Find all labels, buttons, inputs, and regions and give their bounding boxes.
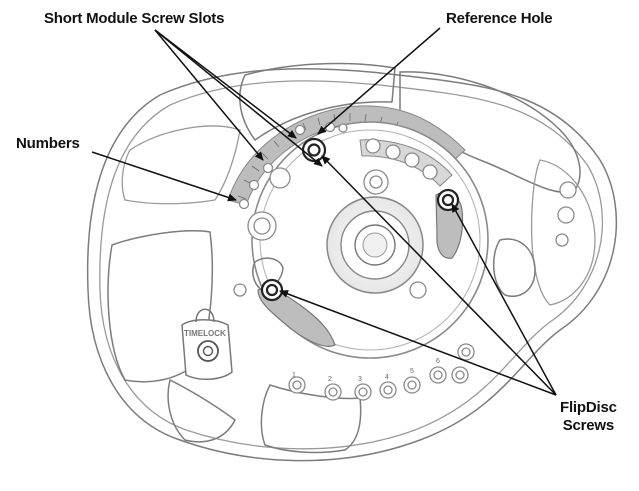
timelock-shackle <box>195 308 215 323</box>
label-reference-hole: Reference Hole <box>446 10 553 27</box>
scale-number-4: 4 <box>385 374 389 381</box>
arrow-flipdisc-right <box>451 203 557 396</box>
boss-small-4 <box>294 124 306 136</box>
cutout-lower-left <box>167 378 236 443</box>
boss-small-1 <box>262 162 274 174</box>
arc-hole-3 <box>404 152 420 168</box>
label-flipdisc-line2: Screws <box>562 417 615 434</box>
timelock-logo-text: TIMELOCK <box>184 329 226 338</box>
right-flange <box>530 159 596 306</box>
scale-number-2: 2 <box>328 376 332 383</box>
boss-lower-right <box>409 281 427 299</box>
arrow-flipdisc-top <box>321 155 557 396</box>
boss-mid-left <box>269 167 291 189</box>
flange-hole-3 <box>555 233 569 247</box>
boss-small-2 <box>248 179 260 191</box>
arc-hole-2 <box>385 144 401 160</box>
right-lobe <box>492 238 536 297</box>
flipdisc-screw-top-inner <box>307 143 321 157</box>
scale-number-1: 1 <box>292 372 296 379</box>
cutout-mid-left <box>121 125 241 205</box>
scale-number-5: 5 <box>410 368 414 375</box>
flange-hole-1 <box>559 181 577 199</box>
flipdisc-screw-right-inner <box>441 193 455 207</box>
label-flipdisc-screws: FlipDisc Screws <box>560 399 617 435</box>
arrow-reference-hole <box>317 27 441 135</box>
cutout-top <box>239 62 396 142</box>
lever-knob <box>233 283 247 297</box>
boss-left-inner <box>253 217 271 235</box>
scale-number-6: 6 <box>436 358 440 365</box>
arrow-short-slot-2 <box>154 29 297 139</box>
timelock-screw <box>202 345 214 357</box>
arrow-flipdisc-left <box>279 290 557 396</box>
lower-hole-row <box>288 343 475 401</box>
cam-outer-outline <box>86 68 618 462</box>
arrow-numbers <box>91 151 237 202</box>
arrow-short-slot-3 <box>154 29 323 167</box>
boss-small-6 <box>338 123 348 133</box>
label-numbers: Numbers <box>16 135 80 152</box>
boss-upper-inner <box>369 175 383 189</box>
cutout-bottom <box>260 384 362 454</box>
boss-small-3 <box>238 198 250 210</box>
arc-hole-1 <box>365 138 381 154</box>
label-flipdisc-line1: FlipDisc <box>560 399 617 416</box>
cam-inner-outline <box>99 80 604 450</box>
arrow-short-slot-1 <box>154 29 264 161</box>
scale-number-3: 3 <box>358 376 362 383</box>
label-short-module-screw-slots: Short Module Screw Slots <box>44 10 225 27</box>
hub-bore-inner <box>362 232 388 258</box>
flipdisc-screw-left-inner <box>265 283 279 297</box>
flange-hole-2 <box>557 206 575 224</box>
arc-hole-4 <box>422 164 438 180</box>
